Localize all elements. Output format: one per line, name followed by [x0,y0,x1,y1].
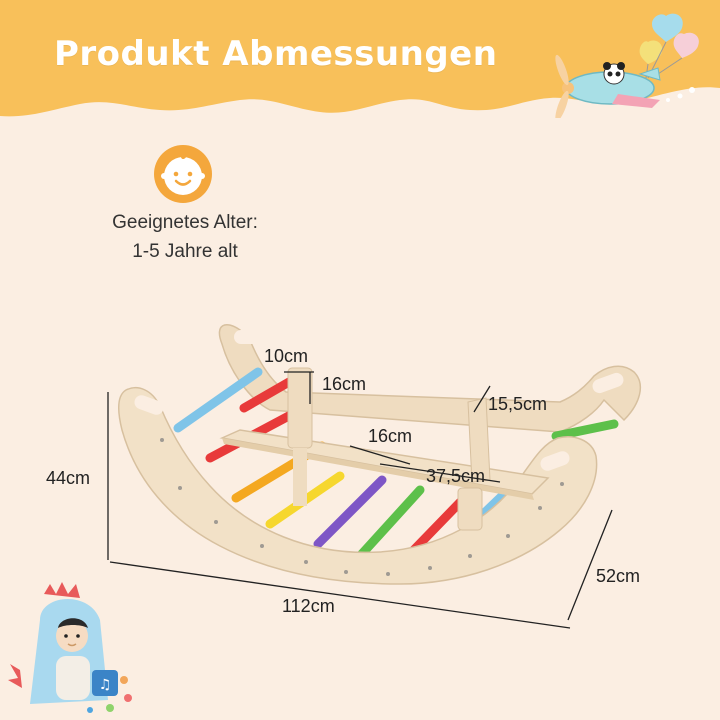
dimension-seat-length-label: 37,5cm [426,466,486,486]
header-banner [0,0,720,117]
dimension-height-label: 44cm [46,468,91,488]
page-title: Produkt Abmessungen [54,34,498,74]
dimension-handle-width-label: 10cm [264,346,309,366]
dimension-back-handle-label: 15,5cm [488,394,548,414]
plane-icon [555,54,695,118]
svg-text:♫: ♫ [99,677,112,693]
dimension-handle-height-label: 16cm [322,374,367,394]
music-block-icon [92,670,118,696]
child-illustration: ♫ [8,582,132,713]
plane-illustration [555,13,699,118]
dimension-seat-height-label: 16cm [368,426,413,446]
baby-face-icon [154,145,212,203]
dimension-length-label: 112cm [282,596,335,616]
age-label-line2: 1-5 Jahre alt [132,241,238,262]
age-label-line1: Geeignetes Alter: [112,212,258,233]
dimension-depth-label: 52cm [596,566,641,586]
age-label: Geeignetes Alter: 1-5 Jahre alt [90,208,280,266]
